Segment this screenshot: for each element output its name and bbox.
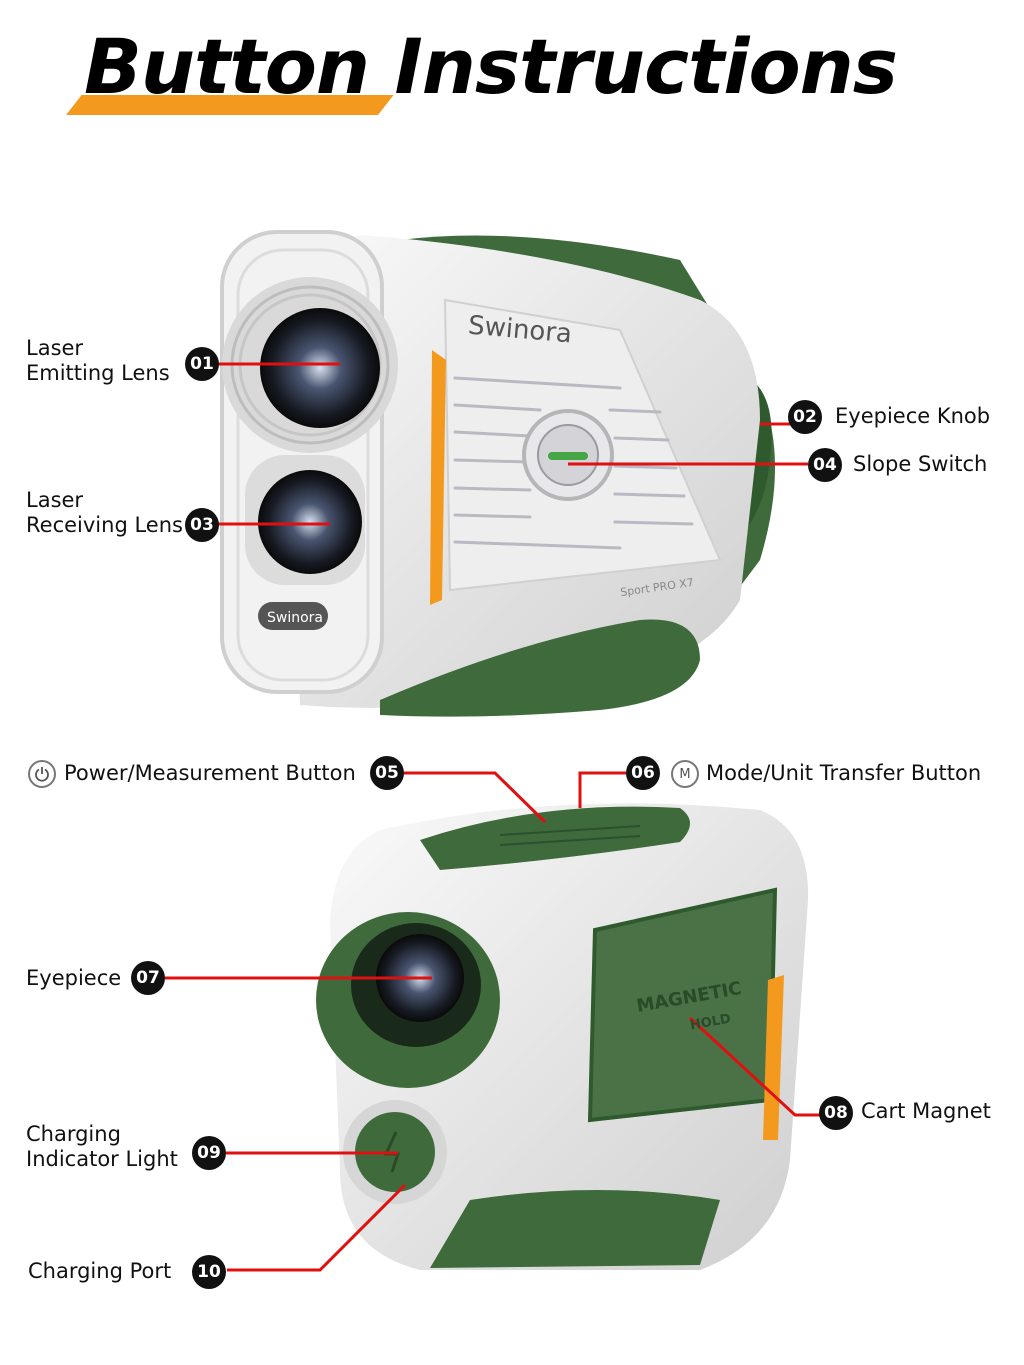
callout-line-06 bbox=[578, 771, 626, 808]
label-charging-port: Charging Port bbox=[28, 1259, 172, 1283]
label-power-measurement-button: Power/Measurement Button bbox=[64, 761, 356, 785]
callout-number-07: 07 bbox=[131, 961, 165, 995]
mode-icon: M bbox=[671, 760, 699, 788]
bottom-device bbox=[316, 803, 809, 1270]
callout-number-03: 03 bbox=[185, 508, 219, 542]
receiving-lens-shape bbox=[258, 470, 362, 574]
callout-line-10 bbox=[227, 1183, 407, 1272]
bottom-grip bbox=[380, 619, 700, 717]
callout-number-08: 08 bbox=[819, 1096, 853, 1130]
callout-line-05 bbox=[404, 771, 547, 824]
callout-number-05: 05 bbox=[370, 756, 404, 790]
callout-line-08 bbox=[688, 1016, 820, 1117]
label-slope-switch: Slope Switch bbox=[853, 452, 988, 476]
orange-accent-top bbox=[430, 350, 446, 605]
callout-number-04: 04 bbox=[808, 448, 842, 482]
title-block: Button Instructions bbox=[0, 0, 1024, 130]
power-icon bbox=[28, 760, 56, 788]
callout-number-06: 06 bbox=[626, 756, 660, 790]
page-title: Button Instructions bbox=[84, 22, 898, 111]
label-eyepiece: Eyepiece bbox=[26, 966, 122, 990]
top-device bbox=[220, 230, 775, 717]
label-eyepiece-knob: Eyepiece Knob bbox=[835, 404, 991, 428]
label-mode-unit-transfer-button: Mode/Unit Transfer Button bbox=[706, 761, 982, 785]
label-cart-magnet: Cart Magnet bbox=[861, 1099, 991, 1123]
callout-number-09: 09 bbox=[192, 1136, 226, 1170]
callout-lines bbox=[165, 362, 820, 1272]
emitting-lens-shape bbox=[260, 308, 380, 428]
callout-number-10: 10 bbox=[192, 1255, 226, 1289]
callout-number-01: 01 bbox=[185, 347, 219, 381]
brand-logo-front: Swinora bbox=[267, 610, 323, 626]
callout-number-02: 02 bbox=[788, 400, 822, 434]
top-button-pad bbox=[420, 806, 690, 870]
